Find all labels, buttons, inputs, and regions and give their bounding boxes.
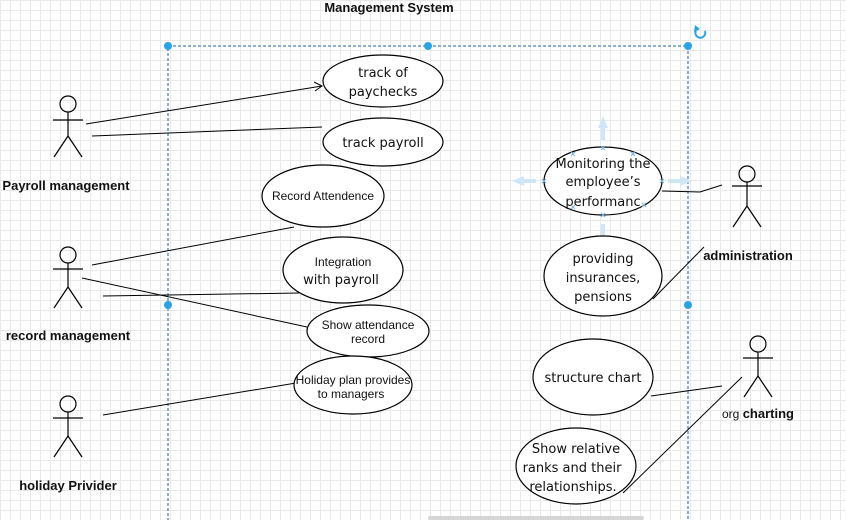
actor-holiday-privider[interactable]: holiday Privider	[19, 395, 117, 493]
use-case-ellipse[interactable]	[261, 164, 385, 228]
connection-point[interactable]	[600, 145, 606, 151]
actor-record-management[interactable]: record management	[6, 246, 131, 343]
diagram-title: Management System	[324, 0, 453, 15]
assoc-administration-monitoring[interactable]	[661, 184, 723, 193]
use-case-relative-ranks[interactable]: Show relative ranks and their relationsh…	[515, 427, 637, 505]
use-case-label: insurances,	[566, 271, 640, 286]
connection-point[interactable]	[659, 178, 665, 184]
use-case-label: relationships.	[529, 480, 616, 495]
connection-point[interactable]	[570, 204, 576, 210]
actor-label: org charting	[722, 406, 794, 421]
assoc-record-show-attendance[interactable]	[81, 277, 308, 328]
arrowhead-track-of-paychecks	[313, 81, 323, 92]
assoc-record-integration[interactable]	[102, 292, 300, 297]
actor-label: holiday Privider	[19, 478, 117, 493]
actor-administration[interactable]: administration	[703, 165, 793, 263]
actor-label: Payroll management	[2, 178, 130, 193]
use-case-label: ranks and their	[523, 461, 623, 476]
use-case-ellipse[interactable]	[293, 355, 413, 415]
actor-org-charting[interactable]: org charting	[722, 335, 794, 421]
use-case-label: paychecks	[349, 85, 418, 100]
connection-point[interactable]	[600, 212, 606, 218]
assoc-payroll-track-of-paychecks[interactable]	[85, 85, 323, 125]
assoc-administration-insurances[interactable]	[652, 246, 705, 300]
horizontal-scrollbar[interactable]	[428, 516, 644, 520]
use-case-track-payroll[interactable]: track payroll	[322, 117, 444, 167]
connection-points[interactable]	[541, 145, 665, 218]
guide-arrow-up[interactable]	[598, 116, 608, 140]
actor-label: administration	[703, 248, 793, 263]
use-case-label: Holiday plan provides	[296, 373, 411, 387]
rotate-icon[interactable]	[694, 25, 707, 39]
use-case-label: pensions	[574, 290, 632, 305]
stick-figure-icon	[732, 165, 762, 228]
use-case-ellipse[interactable]	[322, 54, 444, 108]
use-case-show-attendance-record[interactable]: Show attendance record	[306, 304, 430, 358]
use-case-ellipse[interactable]	[532, 338, 654, 416]
use-case-label: to managers	[318, 387, 385, 401]
stick-figure-icon	[743, 335, 773, 398]
use-case-label: Integration	[315, 255, 372, 269]
assoc-record-record-attendence[interactable]	[91, 226, 295, 266]
use-case-label: track of	[358, 66, 408, 81]
use-case-insurances[interactable]: providing insurances, pensions	[543, 235, 663, 317]
use-case-label: Show attendance	[322, 318, 415, 332]
connection-point[interactable]	[630, 151, 636, 157]
use-case-label: track payroll	[342, 136, 423, 151]
use-case-label: Monitoring the	[556, 157, 651, 172]
resize-handle-top-left[interactable]	[164, 42, 172, 50]
assoc-org-relative-ranks[interactable]	[622, 376, 743, 494]
guide-arrow-left[interactable]	[512, 176, 536, 186]
connection-point[interactable]	[570, 151, 576, 157]
actor-payroll-management[interactable]: Payroll management	[2, 95, 130, 193]
use-case-ellipse[interactable]	[282, 236, 404, 304]
connection-point[interactable]	[541, 178, 547, 184]
actor-label: record management	[6, 328, 131, 343]
use-case-record-attendence[interactable]: Record Attendence	[261, 164, 385, 228]
use-case-label: employee’s	[565, 175, 640, 190]
use-case-ellipse[interactable]	[322, 117, 444, 167]
use-case-label: with payroll	[303, 273, 379, 288]
resize-handle-top-center[interactable]	[424, 42, 432, 50]
use-case-structure-chart[interactable]: structure chart	[532, 338, 654, 416]
guide-arrow-right[interactable]	[668, 176, 692, 186]
resize-handle-right-center[interactable]	[684, 301, 692, 309]
actor-label-suffix: charting	[743, 406, 794, 421]
use-case-ellipse[interactable]	[515, 427, 637, 505]
use-case-label: performanc	[565, 195, 640, 210]
use-case-label: Show relative	[532, 442, 620, 457]
use-case-label: Record Attendence	[272, 189, 374, 203]
actor-label-prefix: org	[722, 407, 743, 421]
assoc-payroll-track-payroll[interactable]	[91, 126, 323, 137]
assoc-org-structure-chart[interactable]	[650, 385, 723, 397]
associations	[81, 81, 743, 494]
use-case-label: record	[351, 332, 385, 346]
stick-figure-icon	[53, 95, 83, 158]
use-case-monitoring[interactable]: Monitoring the employee’s performanc	[541, 145, 665, 218]
resize-handle-left-center[interactable]	[164, 301, 172, 309]
use-case-label: structure chart	[545, 371, 642, 386]
resize-handle-top-right[interactable]	[684, 42, 692, 50]
use-case-ellipse[interactable]	[543, 235, 663, 317]
stick-figure-icon	[53, 246, 83, 309]
use-case-track-of-paychecks[interactable]: track of paychecks	[322, 54, 444, 108]
use-case-integration-with-payroll[interactable]: Integration with payroll	[282, 236, 404, 304]
use-case-label: providing	[573, 252, 634, 267]
stick-figure-icon	[53, 395, 83, 458]
system-boundary[interactable]	[164, 25, 707, 520]
assoc-holiday-holiday-plan[interactable]	[102, 382, 297, 416]
connection-point[interactable]	[641, 202, 647, 208]
use-case-holiday-plan[interactable]: Holiday plan provides to managers	[293, 355, 413, 415]
